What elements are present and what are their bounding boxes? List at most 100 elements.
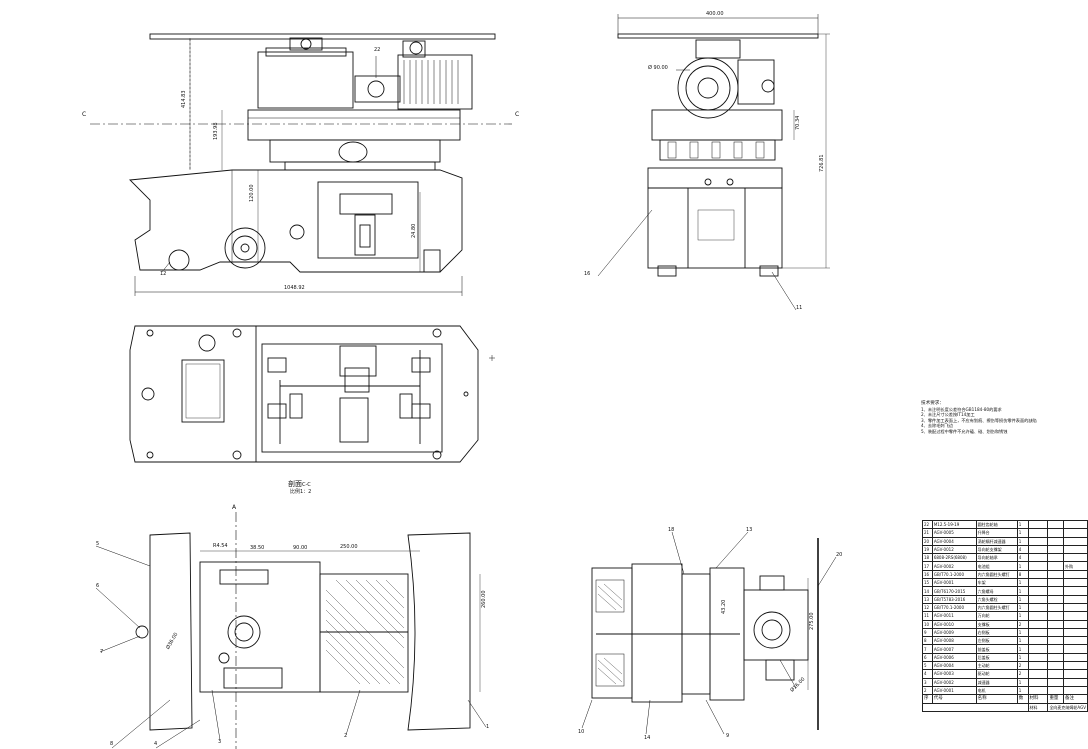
dim-height-mid: 193.98 xyxy=(213,122,219,141)
bom-cell: 导向轮轴承 xyxy=(975,553,1018,563)
bom-cell: 6808-2RS(6808) xyxy=(931,553,977,563)
bom-cell: 6 xyxy=(922,652,933,663)
bom-cell xyxy=(1063,578,1088,588)
bom-cell xyxy=(1047,519,1065,530)
detail-balloon-10: 10 xyxy=(578,729,585,735)
bom-cell: 15 xyxy=(922,578,933,588)
detail-balloon-14: 14 xyxy=(644,735,651,741)
bom-cell: 1 xyxy=(1016,644,1029,654)
bom-cell xyxy=(1063,602,1088,613)
bom-cell xyxy=(1063,652,1088,663)
bom-cell xyxy=(1063,544,1088,555)
dim-height-total: 726.81 xyxy=(819,154,825,173)
bom-cell xyxy=(1047,661,1065,671)
dim-height-upper: 70.34 xyxy=(795,115,801,130)
bom-cell xyxy=(1027,611,1049,621)
bom-cell: 1 xyxy=(1016,578,1029,588)
bom-cell: 11 xyxy=(922,611,933,621)
bom-cell: GB/T5783-2016 xyxy=(931,594,977,604)
bom-cell xyxy=(1047,652,1065,663)
balloon-12: 12 xyxy=(160,271,167,277)
bom-cell: 9 xyxy=(922,627,933,638)
detail-balloon-13: 13 xyxy=(746,527,753,533)
bom-cell xyxy=(1063,569,1088,580)
bom-cell: 1 xyxy=(1016,685,1029,696)
detail-view xyxy=(581,531,837,735)
note-item: 1、未注明长度公差符合GB1184-80的要求 xyxy=(921,406,1002,412)
detail-balloon-18: 18 xyxy=(668,527,675,533)
bom-cell: 1 xyxy=(1016,677,1029,687)
bom-cell xyxy=(1063,528,1088,538)
section-scale: 比例1：2 xyxy=(290,489,312,495)
bom-cell: 1 xyxy=(1016,627,1029,638)
dim-overall-length: 1048.92 xyxy=(284,285,305,291)
bom-cell: AGV-0008 xyxy=(931,636,977,646)
detail-dim-1: 43.20 xyxy=(721,599,727,614)
notes-title: 技术要求： xyxy=(921,401,944,406)
detail-balloon-9: 9 xyxy=(726,733,730,739)
section-cut-mark-left: C xyxy=(82,111,87,118)
bom-cell: 1 xyxy=(1016,602,1029,613)
bom-cell: 2 xyxy=(1016,669,1029,679)
bom-cell: AGV-0003 xyxy=(931,669,977,679)
bom-cell xyxy=(1027,685,1049,696)
bom-cell: M12.5-19-19 xyxy=(931,519,977,530)
dim-height-top: 414.83 xyxy=(181,90,187,109)
bom-cell xyxy=(1047,544,1065,555)
section-title: 剖面C-C xyxy=(288,480,311,488)
bom-cell xyxy=(1047,569,1065,580)
balloon-16: 16 xyxy=(584,271,591,277)
bom-cell xyxy=(1027,669,1049,679)
bom-cell: 4 xyxy=(922,669,933,679)
bom-cell xyxy=(1027,519,1049,530)
bom-cell xyxy=(1027,528,1049,538)
bom-cell xyxy=(1047,611,1065,621)
bom-cell: 1 xyxy=(1016,519,1029,530)
bom-header-cell: 备注 xyxy=(1063,694,1088,704)
bom-cell: 前盖板 xyxy=(975,644,1018,654)
bom-cell: 1 xyxy=(1016,536,1029,546)
bom-cell: 4 xyxy=(1016,544,1029,555)
bom-cell xyxy=(1027,677,1049,687)
bom-cell: 16 xyxy=(922,569,933,580)
bom-cell xyxy=(1047,677,1065,687)
dim-height-low: 120.00 xyxy=(249,184,255,203)
bom-cell xyxy=(1047,578,1065,588)
bom-header-cell: 名称 xyxy=(975,694,1018,704)
bom-header-cell: 代号 xyxy=(931,694,977,704)
bom-cell: AGV-0004 xyxy=(931,661,977,671)
bom-cell xyxy=(1047,594,1065,604)
bom-cell: 六角头螺栓 xyxy=(975,594,1018,604)
bom-cell xyxy=(1027,536,1049,546)
bom-cell xyxy=(1047,586,1065,596)
bom-cell: GB/T6170-2015 xyxy=(931,586,977,596)
bom-cell: 21 xyxy=(922,528,933,538)
bom-cell: 19 xyxy=(922,544,933,555)
section-cut-mark-right: C xyxy=(515,111,520,118)
bom-cell: 8 xyxy=(1016,569,1029,580)
bom-cell: 右侧板 xyxy=(975,627,1018,638)
bom-cell: GB/T70.1-2000 xyxy=(931,602,977,613)
technical-notes: 技术要求： 1、未注明长度公差符合GB1184-80的要求 2、未注尺寸公差按I… xyxy=(921,401,1086,435)
bom-cell: 1 xyxy=(1016,636,1029,646)
bom-cell: AGV-0006 xyxy=(931,652,977,663)
bom-cell: 减速器 xyxy=(975,677,1018,687)
bom-cell: 20 xyxy=(922,536,933,546)
bom-cell: 车架 xyxy=(975,578,1018,588)
bom-cell xyxy=(1047,561,1065,571)
bom-cell: AGV-0001 xyxy=(931,685,977,696)
bom-cell: AGV-0010 xyxy=(931,619,977,629)
bom-cell xyxy=(1027,553,1049,563)
bom-cell xyxy=(1027,661,1049,671)
bom-cell xyxy=(1047,553,1065,563)
side-view xyxy=(597,14,830,311)
leader-6: 6 xyxy=(96,583,100,589)
